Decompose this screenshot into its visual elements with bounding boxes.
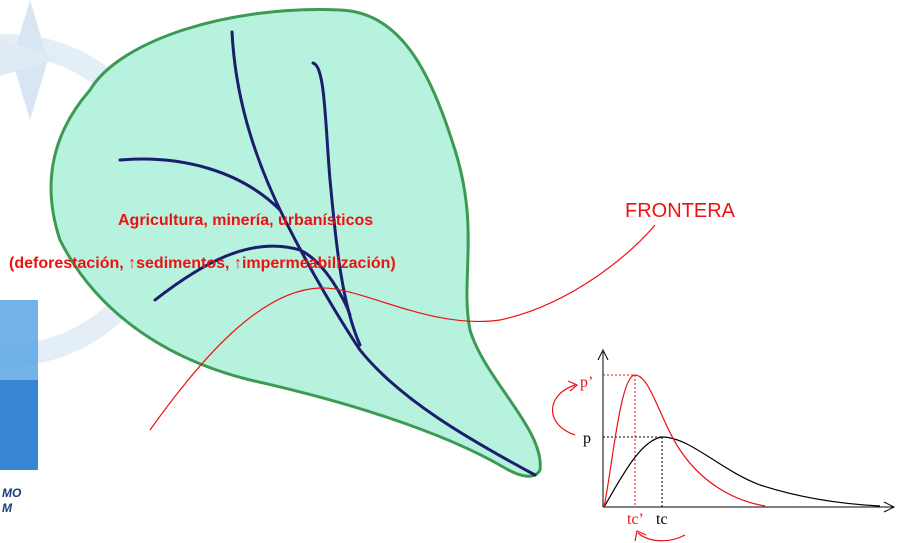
- frontera-boundary-curve: [149, 224, 656, 431]
- hydrograph-curve-before: [603, 436, 881, 508]
- peak-increase-arrow-icon: [551, 384, 576, 436]
- time-after-label: tc’: [627, 511, 644, 528]
- river-tributary-lower: [153, 244, 352, 317]
- logo-text-line1: MO: [2, 486, 22, 500]
- river-tributary-right: [311, 61, 362, 347]
- logo-blue-band-dark: [0, 380, 38, 470]
- time-decrease-arrow-icon: [637, 532, 686, 542]
- x-axis-arrow-icon: [883, 501, 896, 513]
- time-before-label: tc: [656, 511, 668, 528]
- river-tributary-left: [118, 157, 282, 212]
- river-network: [118, 30, 537, 477]
- activities-line1: Agricultura, minería, urbanísticos: [118, 212, 373, 229]
- river-main-channel: [230, 30, 537, 477]
- peak-after-label: p’: [580, 374, 593, 391]
- hydrograph: p’ p tc’ tc: [551, 348, 896, 542]
- peak-arrowhead-icon: [567, 380, 579, 392]
- compass-ray-icon: [0, 40, 60, 76]
- hydrograph-curve-after: [603, 374, 766, 508]
- y-axis-arrow-icon: [597, 348, 609, 361]
- frontera-label: FRONTERA: [625, 200, 736, 222]
- time-arrowhead-icon: [634, 530, 647, 542]
- logo-text-line2: M: [2, 501, 13, 515]
- activities-line2: (deforestación, ↑sedimentos, ↑impermeabi…: [9, 255, 396, 272]
- peak-before-label: p: [583, 430, 591, 447]
